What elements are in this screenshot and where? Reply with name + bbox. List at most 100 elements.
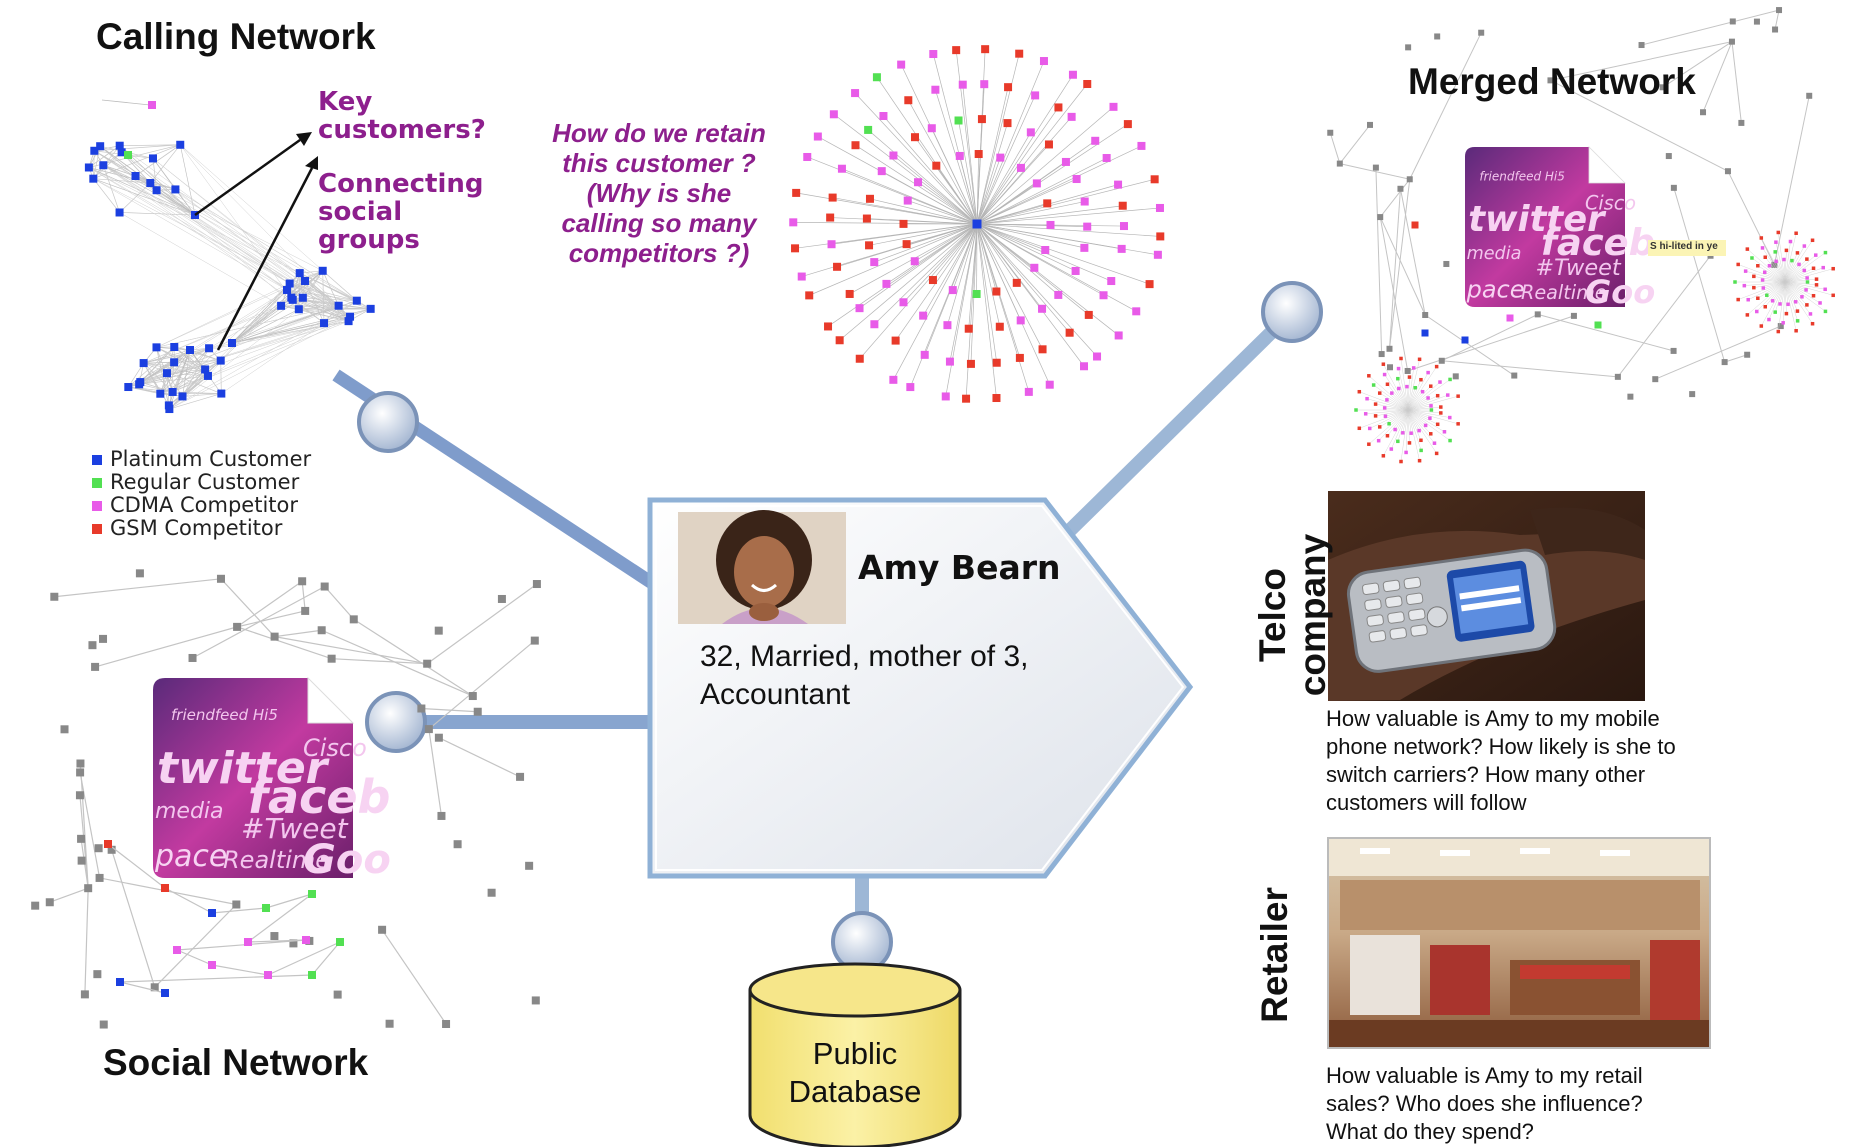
graph-edge: [231, 297, 304, 344]
graph-edge: [103, 165, 325, 324]
merged-star-node: [1413, 385, 1417, 390]
graph-edge: [247, 893, 313, 943]
graph-edge: [976, 223, 1085, 367]
graph-edge: [1784, 258, 1808, 283]
merged-node: [1422, 312, 1429, 319]
graph-edge: [331, 658, 428, 665]
star-node: [1026, 128, 1035, 137]
merged-star-node: [1371, 383, 1376, 387]
graph-edge: [1784, 254, 1816, 283]
star-node: [932, 161, 941, 170]
social-network-graph: [31, 569, 541, 1029]
star-node: [828, 193, 837, 202]
social-node: [453, 840, 462, 849]
graph-edge: [976, 207, 1161, 225]
legend-label: GSM Competitor: [110, 516, 283, 540]
graph-edge: [1407, 409, 1420, 461]
merged-star-node: [1448, 438, 1452, 443]
merged-star-node: [1367, 374, 1371, 378]
graph-edge: [1761, 281, 1786, 327]
calling-node: [366, 304, 375, 313]
calling-network-title: Calling Network: [96, 16, 376, 57]
star-node: [995, 322, 1004, 331]
star-node: [1038, 345, 1047, 354]
graph-edge: [121, 152, 351, 317]
graph-edge: [1384, 407, 1409, 411]
graph-edge: [1384, 374, 1409, 411]
graph-edge: [103, 165, 351, 317]
graph-edge: [1388, 188, 1401, 349]
graph-edge: [900, 64, 978, 225]
graph-edge: [135, 144, 181, 177]
star-node: [1015, 49, 1024, 58]
telco-question: How valuable is Amy to my mobile phone n…: [1326, 706, 1676, 815]
social-node: [327, 654, 336, 663]
graph-edge: [907, 200, 978, 225]
social-node: [135, 569, 144, 578]
star-node: [833, 262, 842, 271]
star-node: [1083, 222, 1092, 231]
graph-edge: [192, 586, 325, 659]
graph-edge: [976, 223, 1119, 336]
social-node: [270, 632, 279, 641]
star-center-node: [972, 219, 982, 229]
star-node: [906, 383, 915, 392]
star-node: [1155, 203, 1164, 212]
star-node: [1080, 243, 1089, 252]
graph-edge: [1784, 281, 1796, 302]
merged-star-node: [1385, 382, 1390, 387]
social-node: [473, 707, 482, 716]
social-node: [188, 653, 197, 662]
social-node: [308, 971, 316, 979]
graph-edge: [874, 223, 978, 325]
graph-edge: [438, 737, 521, 778]
merged-node: [1659, 84, 1666, 91]
social-node: [94, 844, 103, 853]
svg-text:twitter: twitter: [1468, 199, 1607, 240]
calling-node: [178, 392, 187, 401]
star-node: [964, 324, 973, 333]
graph-edge: [1764, 272, 1786, 283]
star-node: [855, 304, 864, 313]
graph-edge: [1766, 281, 1786, 296]
legend-item: Regular Customer: [92, 470, 299, 494]
graph-edge: [172, 320, 349, 393]
star-node: [955, 151, 964, 160]
graph-edge: [1762, 247, 1786, 283]
merged-star-node: [1795, 319, 1800, 323]
graph-edge: [1407, 315, 1575, 372]
graph-edge: [1407, 395, 1459, 411]
graph-edge: [1407, 409, 1422, 441]
graph-edge: [976, 223, 1030, 392]
graph-edge: [817, 136, 978, 225]
graph-edge: [976, 123, 1129, 225]
graph-edge: [175, 189, 349, 322]
star-node: [1065, 328, 1074, 337]
graph-edge: [1763, 281, 1786, 289]
graph-edge: [1369, 409, 1409, 429]
graph-edge: [143, 349, 191, 364]
graph-edge: [1724, 354, 1748, 363]
graph-edge: [107, 843, 166, 889]
calling-node: [89, 174, 98, 183]
star-node: [1114, 180, 1123, 189]
merged-star-node: [1407, 441, 1412, 445]
merged-star-node: [1429, 432, 1433, 436]
merged-node: [1387, 364, 1394, 371]
star-node: [1039, 57, 1048, 66]
star-node: [929, 50, 938, 59]
social-node: [60, 725, 69, 734]
graph-edge: [176, 949, 213, 966]
graph-edge: [140, 360, 221, 383]
star-node: [1054, 103, 1063, 112]
merged-node: [1772, 26, 1779, 33]
legend-label: Regular Customer: [110, 470, 300, 494]
graph-edge: [101, 99, 151, 106]
social-node: [333, 990, 342, 999]
merged-star-node: [1429, 384, 1433, 388]
svg-text:#Tweet: #Tweet: [241, 812, 349, 845]
star-node: [805, 291, 814, 300]
social-node: [75, 791, 84, 800]
graph-edge: [1367, 398, 1409, 411]
graph-edge: [111, 849, 156, 988]
